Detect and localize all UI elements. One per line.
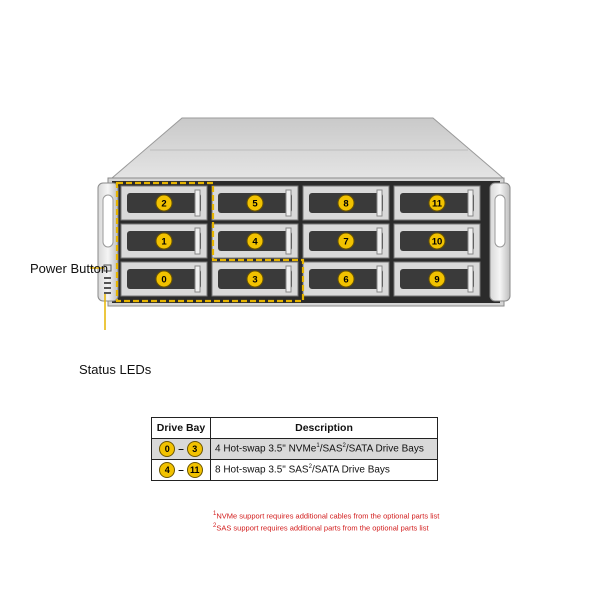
bay-number-badge: [428, 194, 446, 212]
bay-number-badge: [428, 232, 446, 250]
bay-number-label: 0: [161, 275, 166, 286]
bay-number-badge: [155, 270, 173, 288]
drive-bay-0[interactable]: 0: [120, 261, 208, 297]
chassis-top-cover: [110, 117, 505, 179]
bay-number-label: 2: [161, 199, 166, 210]
drive-bay-11[interactable]: 11: [393, 185, 481, 221]
nvme-bays-highlight: [115, 181, 305, 303]
bay-number-badge: [337, 270, 355, 288]
header-drive-bay: Drive Bay: [151, 417, 211, 439]
bay-number-badge: [246, 270, 264, 288]
drive-bay-3[interactable]: 3: [211, 261, 299, 297]
bay-chip: 3: [186, 441, 203, 457]
bay-number-label: 8: [343, 199, 348, 210]
drive-bay-4[interactable]: 4: [211, 223, 299, 259]
drive-bay-7[interactable]: 7: [302, 223, 390, 259]
bay-number-label: 4: [252, 237, 258, 248]
bay-chip: 0: [159, 441, 176, 457]
bay-number-label: 7: [343, 237, 348, 248]
bay-number-badge: [246, 232, 264, 250]
bay-number-label: 3: [252, 275, 257, 286]
bay-number-label: 5: [252, 199, 258, 210]
bay-number-badge: [155, 194, 173, 212]
bay-number-label: 10: [432, 237, 443, 248]
bay-number-label: 1: [161, 237, 167, 248]
drive-bay-2[interactable]: 2: [120, 185, 208, 221]
bay-number-badge: [337, 194, 355, 212]
table-row: 0–3 4 Hot-swap 3.5" NVMe1/SAS2/SATA Driv…: [151, 438, 438, 460]
drive-bay-table: Drive Bay Description 0–3 4 Hot-swap 3.5…: [151, 417, 438, 481]
bay-number-label: 6: [343, 275, 348, 286]
drive-bay-10[interactable]: 10: [393, 223, 481, 259]
bay-chip: 4: [159, 462, 176, 478]
bay-chip: 11: [186, 462, 203, 478]
power-button-label: Power Button: [30, 261, 109, 276]
status-leds: [104, 277, 111, 294]
bay-number-label: 9: [434, 275, 439, 286]
table-row: 4–11 8 Hot-swap 3.5" SAS2/SATA Drive Bay…: [151, 459, 438, 481]
bay-number-badge: [246, 194, 264, 212]
drive-bay-6[interactable]: 6: [302, 261, 390, 297]
bay-number-badge: [155, 232, 173, 250]
drive-bay-1[interactable]: 1: [120, 223, 208, 259]
drive-bay-5[interactable]: 5: [211, 185, 299, 221]
bay-number-label: 11: [432, 199, 443, 210]
row-description: 8 Hot-swap 3.5" SAS2/SATA Drive Bays: [210, 459, 438, 481]
status-leds-label: Status LEDs: [79, 362, 152, 377]
drive-bay-8[interactable]: 8: [302, 185, 390, 221]
footnote-sas: 2SAS support requires additional parts f…: [213, 523, 429, 533]
bay-number-badge: [337, 232, 355, 250]
footnote-nvme: 1NVMe support requires additional cables…: [213, 511, 440, 521]
drive-bay-9[interactable]: 9: [393, 261, 481, 297]
header-description: Description: [210, 417, 438, 439]
bay-number-badge: [428, 270, 446, 288]
row-description: 4 Hot-swap 3.5" NVMe1/SAS2/SATA Drive Ba…: [210, 438, 438, 460]
